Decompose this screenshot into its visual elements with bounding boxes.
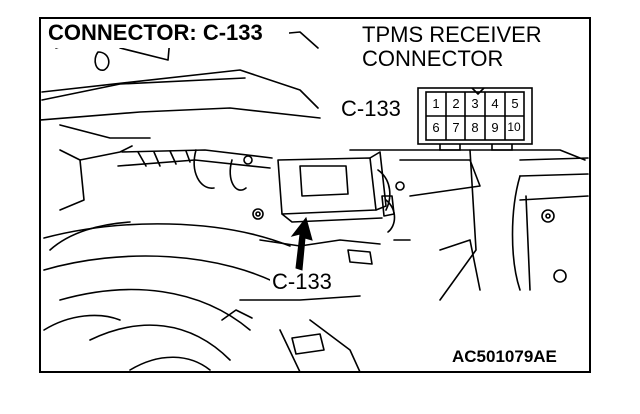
figure-id: AC501079AE xyxy=(452,347,557,366)
receiver-connector-title-line1: TPMS RECEIVER xyxy=(362,22,542,47)
page-title: CONNECTOR: C-133 xyxy=(48,20,263,45)
connector-face xyxy=(417,87,533,151)
pin-number: 6 xyxy=(432,120,440,135)
pin-number: 9 xyxy=(491,120,499,135)
pointer-arrow xyxy=(290,216,313,271)
pin-number: 8 xyxy=(471,120,479,135)
pin-number: 10 xyxy=(507,120,521,134)
receiver-connector-title-line2: CONNECTOR xyxy=(362,46,504,71)
pin-number: 5 xyxy=(511,96,519,111)
vehicle-interior-drawing xyxy=(41,27,589,371)
pin-number: 1 xyxy=(432,96,440,111)
connector-callout-label: C-133 xyxy=(270,269,334,294)
pin-number: 2 xyxy=(452,96,460,111)
connector-face-label: C-133 xyxy=(341,96,401,121)
pin-number: 3 xyxy=(471,96,479,111)
pin-number: 7 xyxy=(452,120,460,135)
pin-number: 4 xyxy=(491,96,499,111)
